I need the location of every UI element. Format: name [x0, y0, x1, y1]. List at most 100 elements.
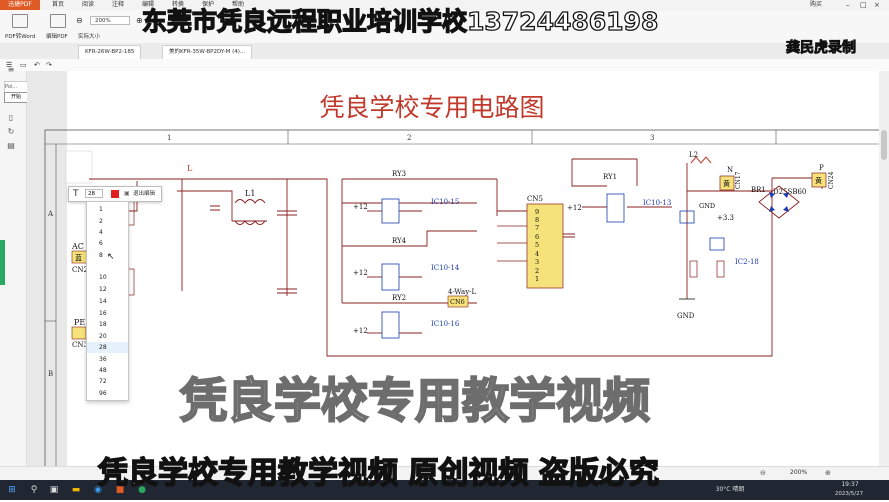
font-size-option[interactable]: 96 [99, 390, 107, 397]
buy-button[interactable]: 购买 [810, 1, 823, 8]
close-icon[interactable]: × [874, 1, 880, 9]
file-explorer-icon[interactable]: ▬ [71, 485, 81, 495]
exit-edit-button[interactable]: 退出编辑 [133, 191, 156, 197]
clock-time[interactable]: 19:37 [841, 481, 859, 488]
font-size-option[interactable]: 10 [99, 274, 107, 281]
relay-label: RY2 [392, 294, 406, 302]
font-size-option[interactable]: 14 [99, 298, 107, 305]
inductor-l2 [690, 156, 712, 164]
undo-icon[interactable]: ↶ [34, 61, 40, 69]
font-size-option[interactable]: 16 [99, 310, 107, 317]
font-size-select[interactable]: 28 [85, 189, 103, 198]
font-size-option[interactable]: 4 [99, 229, 103, 236]
text-tool-icon[interactable]: T [73, 189, 79, 199]
zoom-out-icon[interactable]: ⊖ [760, 469, 766, 477]
status-zoom: 200% [790, 469, 808, 476]
ic-label: IC2-18 [735, 258, 759, 266]
font-size-list: 1 2 4 6 8 10 12 14 16 18 20 28 36 48 72 … [86, 201, 129, 401]
zoom-out-icon[interactable]: ⊖ [76, 16, 83, 25]
close-small-icon[interactable]: ▣ [124, 190, 130, 197]
zoom-in-icon[interactable]: ⊕ [825, 469, 831, 477]
cn5-pin: 7 [535, 224, 539, 232]
pdf-app-icon[interactable]: ■ [115, 485, 125, 495]
search-icon[interactable]: ⚲ [30, 485, 38, 495]
minimize-icon[interactable]: – [846, 1, 850, 9]
app-icon[interactable]: ● [138, 485, 146, 495]
menu-read[interactable]: 阅读 [82, 1, 95, 8]
scrollbar-thumb[interactable] [881, 130, 887, 160]
cn5-pin: 8 [535, 216, 539, 224]
cn3-label: CN3 [72, 341, 88, 349]
maximize-icon[interactable]: □ [860, 1, 867, 9]
zoom-in-icon[interactable]: ⊕ [136, 16, 143, 25]
relay-coil-ry4 [381, 263, 400, 291]
transistor-symbol [709, 237, 725, 251]
font-size-option[interactable]: 6 [99, 240, 103, 247]
left-sidebar: ≡ Poi... 开始 ▯ ↻ ▤ [0, 65, 28, 466]
ic-label: IC10-15 [431, 198, 459, 206]
font-size-option[interactable]: 8 [99, 252, 103, 259]
task-view-icon[interactable]: ▣ [49, 485, 59, 495]
document-viewer[interactable]: 凭良学校专用电路图 1 2 3 A B AC 蓝 CN2 PE CN3 [27, 71, 879, 466]
menu-icon[interactable]: ☰ [6, 61, 13, 69]
cn5-pin: 9 [535, 208, 539, 216]
connector-box [811, 172, 827, 188]
n-label: N [727, 166, 733, 174]
l2-label: L2 [689, 151, 698, 159]
list-icon[interactable]: ≡ [7, 65, 15, 74]
l1-label: L1 [245, 189, 255, 198]
font-size-option[interactable]: 72 [99, 378, 107, 385]
app-menu-button[interactable]: 迅捷PDF [0, 0, 40, 10]
vertical-scrollbar[interactable] [879, 71, 889, 466]
page-icon[interactable]: ▤ [7, 141, 15, 150]
gnd-label: GND [699, 202, 715, 210]
start-button[interactable]: 开始 [4, 92, 28, 103]
cn24-label: CN24 [828, 171, 835, 189]
plus12-label: +12 [353, 327, 368, 335]
font-size-option[interactable]: 36 [99, 356, 107, 363]
weather-widget[interactable]: 30°C 晴朗 [715, 486, 745, 493]
menu-comment[interactable]: 注释 [112, 1, 125, 8]
blue-label: 蓝 [75, 253, 82, 262]
edit-pdf-button[interactable]: 编辑PDF [46, 34, 68, 40]
ic-label: IC10-14 [431, 264, 460, 272]
zoom-select[interactable]: 200% [90, 16, 130, 25]
save-icon[interactable]: ▭ [20, 61, 27, 69]
menu-protect[interactable]: 保护 [202, 1, 215, 8]
menu-edit[interactable]: 编辑 [142, 1, 155, 8]
clock-date[interactable]: 2023/5/27 [834, 491, 864, 497]
tab-document-1[interactable]: KFR-26W-BP2-185 [78, 45, 142, 59]
actual-size-button[interactable]: 实际大小 [78, 34, 101, 40]
cn5-pin: 3 [535, 258, 539, 266]
redo-icon[interactable]: ↷ [46, 61, 52, 69]
font-size-option[interactable]: 2 [99, 218, 103, 225]
refresh-icon[interactable]: ↻ [7, 127, 15, 136]
font-size-option[interactable]: 1 [99, 206, 103, 213]
pdf-to-word-button[interactable]: PDF转Word [5, 34, 36, 40]
menu-home[interactable]: 首页 [52, 1, 65, 8]
color-swatch[interactable] [111, 190, 119, 198]
cn5-pin: 5 [535, 241, 539, 249]
bridge-rectifier [758, 185, 800, 219]
tab-document-2[interactable]: 美的KFR-35W-BP2DY-M (4)... [162, 45, 253, 59]
menu-help[interactable]: 帮助 [232, 1, 245, 8]
d25sb60-label: D25SB60 [773, 188, 806, 196]
font-size-option[interactable]: 48 [99, 367, 107, 374]
font-size-option[interactable]: 18 [99, 321, 107, 328]
relay-label: RY3 [392, 170, 406, 178]
font-size-option[interactable]: 12 [99, 286, 107, 293]
font-size-option[interactable]: 20 [99, 333, 107, 340]
plus12-label: +12 [353, 269, 368, 277]
windows-start-icon[interactable]: ⊞ [8, 485, 16, 495]
bookmark-icon[interactable]: ▯ [8, 113, 14, 122]
font-size-option-selected[interactable]: 28 [87, 342, 128, 353]
cn6-connector [447, 295, 469, 308]
status-bar: ⊖ 200% ⊕ [0, 466, 889, 481]
menu-convert[interactable]: 转换 [172, 1, 185, 8]
gnd-label: GND [677, 312, 695, 320]
connector-box [719, 175, 735, 191]
green-side-tab[interactable] [0, 240, 5, 285]
pdf-page [67, 71, 879, 466]
browser-icon[interactable]: ◉ [94, 485, 102, 495]
br1-label: BR1 [751, 186, 766, 194]
